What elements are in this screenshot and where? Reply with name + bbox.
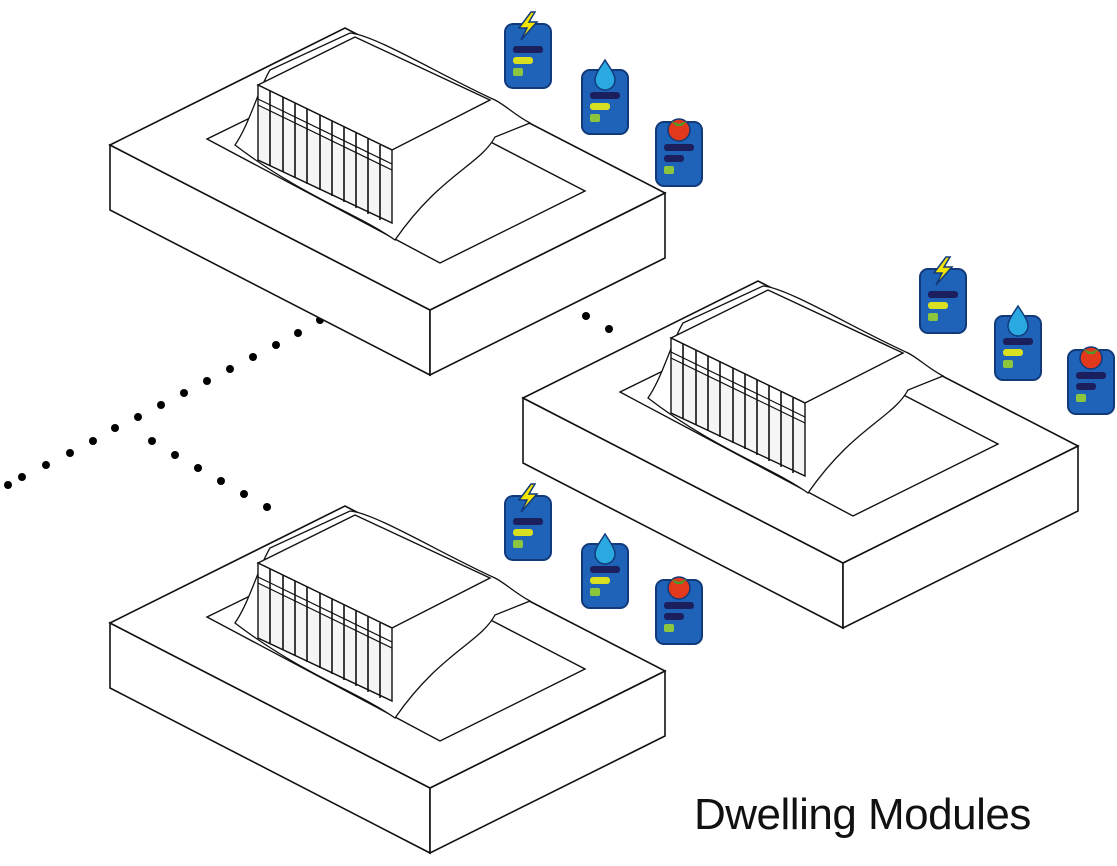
food-meter-card [655,576,703,645]
energy-meter-card [504,483,552,561]
tomato-icon [1079,346,1103,370]
water-drop-icon [594,533,616,565]
water-drop-icon [594,59,616,91]
food-meter-card [655,118,703,187]
water-meter-card [581,533,629,609]
food-meter-card [1067,346,1115,415]
tomato-icon [667,576,691,600]
energy-meter-card [919,256,967,334]
diagram-caption: Dwelling Modules [694,790,1031,839]
water-meter-card [581,59,629,135]
tomato-icon [667,118,691,142]
energy-meter-card [504,11,552,89]
water-meter-card [994,305,1042,381]
connection-dots [4,299,613,511]
water-drop-icon [1007,305,1029,337]
